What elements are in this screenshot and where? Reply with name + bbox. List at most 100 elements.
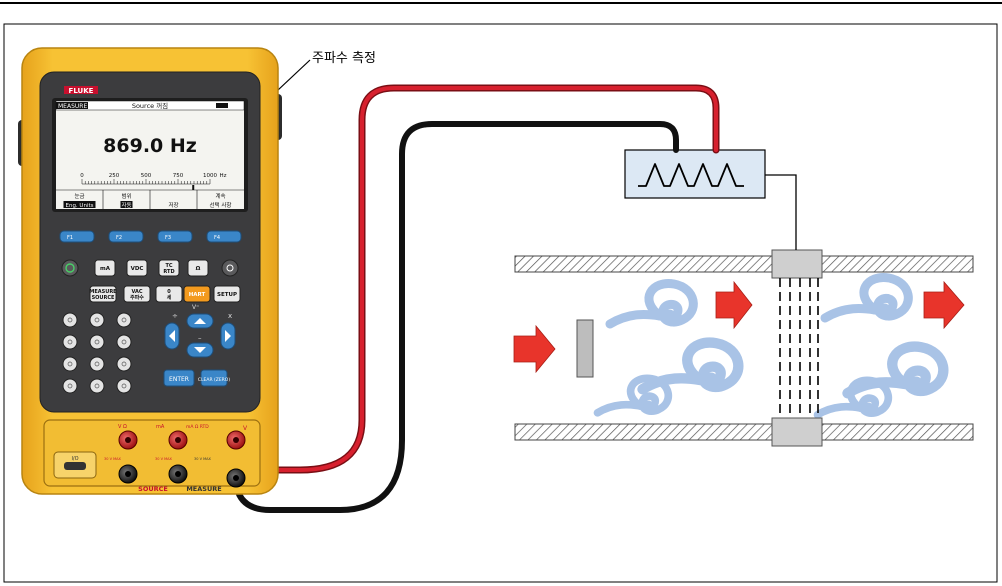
flow-arrow-mid [715, 280, 753, 330]
navigation-pad: ÷ x V⁼ – [164, 304, 236, 358]
nav-up-icon [194, 318, 206, 324]
numeric-key[interactable] [62, 312, 78, 328]
key-label: mA [100, 266, 111, 272]
fkey-label: F1 [67, 235, 73, 241]
scale-tick-label: 1000 [203, 173, 217, 179]
pulse-signal-box [624, 149, 766, 199]
clear-label: CLEAR (ZERO) [198, 377, 230, 383]
sensor-beams [779, 278, 819, 418]
max-label-3: 30 V MAX [194, 457, 211, 461]
terminal-panel [43, 419, 261, 487]
fkey-label: F4 [214, 235, 220, 241]
enter-label: ENTER [169, 376, 189, 383]
key-label: SOURCE [92, 295, 115, 301]
flow-arrow-inlet [513, 324, 556, 374]
softkey-top-label: 범위 [121, 192, 131, 200]
key-button[interactable] [155, 285, 183, 303]
softkey-bottom-label: Eng. Units [65, 203, 93, 209]
numeric-key[interactable] [62, 334, 78, 350]
key-button[interactable] [126, 259, 148, 277]
nav-label-divide: ÷ [172, 312, 178, 320]
nav-down-icon [194, 347, 206, 353]
scale-tick-label: 500 [141, 173, 152, 179]
flow-arrow-outlet [923, 280, 965, 330]
softkey-bottom-label: 선택 사항 [210, 201, 232, 209]
pipe-section [513, 174, 974, 447]
key-label: MEASURE [89, 289, 117, 295]
key-label: RTD [163, 269, 174, 275]
key-label: 0 [167, 289, 171, 295]
key-button[interactable] [94, 259, 116, 277]
power-button[interactable] [61, 259, 79, 277]
sensor-block-top [771, 249, 823, 279]
nav-label-multiply: x [228, 312, 232, 320]
function-keys: F1 F2 F3 F4 [59, 230, 242, 243]
numeric-key[interactable] [89, 378, 105, 394]
numeric-key[interactable] [89, 312, 105, 328]
mode-label: MEASURE [58, 103, 87, 110]
fkey-button-4[interactable] [206, 230, 242, 243]
numeric-key[interactable] [62, 378, 78, 394]
nav-label-v: V⁼ [192, 304, 199, 311]
fkey-button-1[interactable] [59, 230, 95, 243]
key-button[interactable] [89, 285, 117, 303]
fkey-button-3[interactable] [157, 230, 193, 243]
nav-label-minus: – [198, 334, 202, 342]
key-label: SETUP [217, 292, 237, 298]
key-button[interactable] [183, 285, 211, 303]
scale-tick-label: 750 [173, 173, 184, 179]
main-reading: 869.0 Hz [103, 135, 197, 157]
key-label: HART [189, 292, 206, 298]
pulse-waveform [638, 163, 744, 187]
key-button[interactable] [213, 285, 241, 303]
scale-tick-label: 0 [80, 173, 84, 179]
source-status: Source 꺼짐 [132, 101, 168, 110]
terminal-label-vo: V Ω [118, 424, 127, 430]
io-label: I/O [71, 456, 78, 462]
nav-left-icon [169, 330, 175, 342]
terminal-label-rtd: mA Ω RTD [186, 424, 209, 430]
numeric-key[interactable] [89, 356, 105, 372]
numeric-key[interactable] [116, 356, 132, 372]
fkey-label: F2 [116, 235, 122, 241]
source-label: SOURCE [138, 485, 168, 493]
numeric-keypad [62, 312, 132, 394]
figure-border [3, 23, 998, 583]
max-label-2: 30 V MAX [155, 457, 172, 461]
scale-pointer [192, 185, 195, 190]
numeric-key[interactable] [89, 334, 105, 350]
fkey-button-2[interactable] [108, 230, 144, 243]
fkey-label: F3 [165, 235, 171, 241]
terminal-label-ma: mA [156, 424, 165, 430]
softkey-bottom-label: 자동 [121, 201, 131, 209]
power-icon [65, 263, 75, 273]
numeric-key[interactable] [62, 356, 78, 372]
terminal-label-v: V [243, 425, 248, 432]
numeric-key[interactable] [116, 378, 132, 394]
black-test-lead [233, 121, 679, 513]
enter-button[interactable] [163, 369, 195, 387]
backlight-button[interactable] [221, 259, 239, 277]
measure-label: MEASURE [186, 485, 221, 493]
softkey-top-label: 눈금 [74, 193, 84, 200]
numeric-key[interactable] [116, 312, 132, 328]
key-button[interactable] [158, 259, 180, 277]
numeric-key[interactable] [116, 334, 132, 350]
backlight-icon [226, 264, 234, 272]
key-label: Ω [196, 266, 201, 272]
clear-button[interactable] [200, 369, 228, 387]
key-label: VDC [131, 266, 144, 272]
scale-unit: Hz [219, 173, 226, 179]
key-label: 세 [167, 294, 172, 301]
softkey-top-label: 계속 [215, 192, 225, 200]
key-button[interactable] [187, 259, 209, 277]
sensor-block-bottom [771, 417, 823, 447]
bluff-body [576, 319, 594, 378]
key-label: TC [165, 263, 172, 269]
key-button[interactable] [123, 285, 151, 303]
